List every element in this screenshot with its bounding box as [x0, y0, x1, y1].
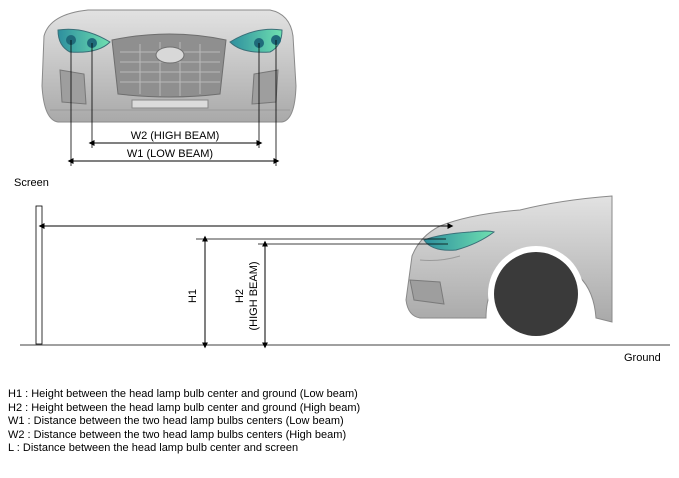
ground-label: Ground: [624, 352, 661, 364]
front-tire: [494, 252, 578, 336]
legend-w2: W2 : Distance between the two head lamp …: [8, 428, 347, 441]
front-grille: [111, 33, 227, 98]
brand-emblem: [155, 46, 185, 64]
legend-h2: H2 : Height between the head lamp bulb c…: [8, 401, 361, 414]
legend-l: L : Distance between the head lamp bulb …: [8, 442, 299, 455]
car-front-view: [41, 9, 297, 123]
side-bumper-vent: [409, 279, 445, 305]
w2-label: W2 (HIGH BEAM): [131, 130, 220, 142]
width-guide-lines: [70, 40, 277, 166]
headlamp-aiming-diagram: W2 (HIGH BEAM) W1 (LOW BEAM) Screen Grou…: [14, 9, 670, 364]
right-fog-vent: [251, 69, 279, 105]
car-side-view: [405, 195, 613, 342]
legend-h1: H1 : Height between the head lamp bulb c…: [8, 388, 358, 400]
h1-label: H1: [187, 289, 199, 303]
screen-board: [35, 205, 43, 345]
h2-label: H2: [234, 289, 246, 303]
legend-w1: W1 : Distance between the two head lamp …: [8, 415, 344, 428]
side-headlamp: [423, 230, 496, 251]
h2-high-beam-label: (HIGH BEAM): [248, 261, 260, 330]
screen-label: Screen: [14, 177, 49, 189]
legend: H1 : Height between the head lamp bulb c…: [8, 388, 360, 456]
w1-label: W1 (LOW BEAM): [127, 148, 213, 160]
left-fog-vent: [59, 69, 87, 105]
lower-vent: [131, 99, 209, 109]
